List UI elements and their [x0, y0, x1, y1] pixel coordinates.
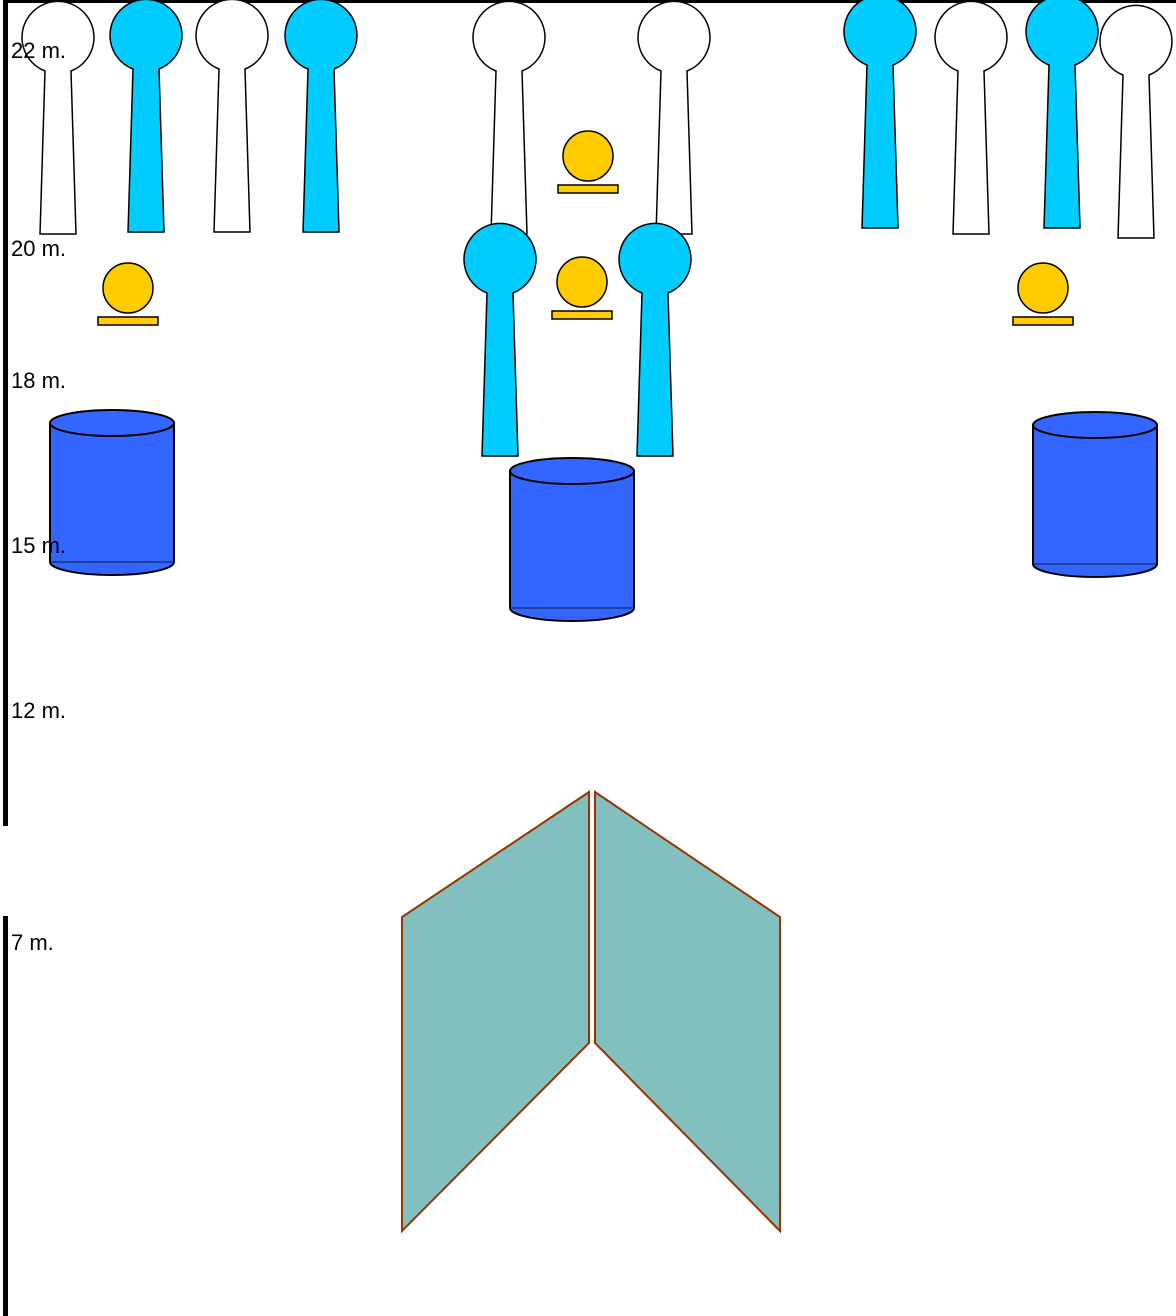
distance-label-12m: 12 m.	[11, 698, 67, 723]
barricade-panel-left	[401, 790, 590, 1234]
barrel	[1032, 411, 1158, 578]
steel-plate	[97, 262, 159, 326]
steel-plate-base	[551, 310, 613, 320]
range-bar-upper	[3, 0, 8, 826]
paper-target-blue	[843, 0, 917, 229]
barrel-body	[49, 422, 175, 576]
steel-plate	[1012, 262, 1074, 326]
paper-target-blue	[284, 0, 358, 233]
distance-label-22m: 22 m.	[11, 38, 67, 63]
steel-plate	[551, 256, 613, 320]
paper-target-blue	[1025, 0, 1099, 229]
paper-target-white	[1099, 4, 1173, 239]
steel-plate-base	[1012, 316, 1074, 326]
steel-plate-face	[556, 256, 608, 308]
steel-plate	[557, 130, 619, 194]
paper-target-white	[472, 0, 546, 235]
steel-plate-face	[562, 130, 614, 182]
barrel	[49, 409, 175, 576]
barrels	[49, 409, 1158, 622]
barricade-panel-right	[594, 790, 781, 1234]
steel-plate-face	[1017, 262, 1069, 314]
paper-target-white	[637, 0, 711, 235]
distance-label-7m: 7 m.	[11, 930, 54, 955]
paper-target-blue	[109, 0, 183, 233]
barrel-body	[1032, 424, 1158, 578]
barrel-body	[509, 470, 635, 622]
paper-target-white	[934, 0, 1008, 235]
paper-target-white	[21, 0, 95, 235]
target-row-22m	[21, 0, 1173, 239]
steel-plates	[97, 130, 1074, 326]
top-border	[3, 0, 1176, 3]
paper-target-blue	[618, 222, 692, 457]
barrel-lid	[1032, 411, 1158, 439]
steel-plate-base	[557, 184, 619, 194]
steel-plate-base	[97, 316, 159, 326]
paper-target-white	[195, 0, 269, 233]
distance-label-15m: 15 m.	[11, 533, 67, 558]
barrel-lid	[49, 409, 175, 437]
distance-label-20m: 20 m.	[11, 236, 67, 261]
barricade	[401, 790, 781, 1234]
range-bar-lower	[3, 916, 8, 1316]
barrel	[509, 457, 635, 622]
steel-plate-face	[102, 262, 154, 314]
barrel-lid	[509, 457, 635, 485]
distance-label-18m: 18 m.	[11, 368, 67, 393]
paper-target-blue	[463, 222, 537, 457]
